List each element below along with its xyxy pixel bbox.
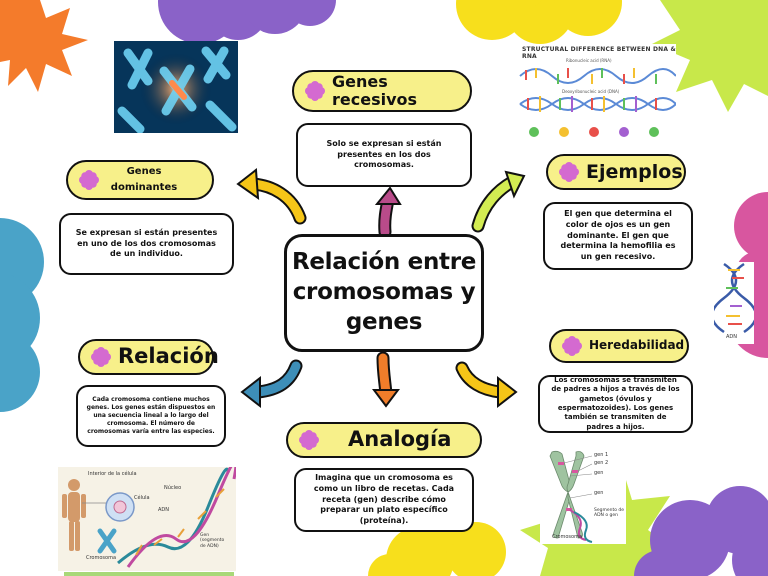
gene-label-segment: Segmento de ADN o gen xyxy=(594,508,625,519)
analogia-text: Imagina que un cromosoma es como un libr… xyxy=(313,473,455,526)
side-dna-image: ADN xyxy=(714,262,754,344)
gene-label-2: gen 2 xyxy=(594,460,609,466)
arrow-to-genes-recesivos xyxy=(374,186,402,239)
orange-star-shape xyxy=(0,0,88,92)
blue-blob-shape xyxy=(0,218,44,412)
cell-label-celula: Célula xyxy=(134,495,150,501)
genes-dominantes-label: Genes dominantes xyxy=(110,166,178,193)
relacion-heading: Relación xyxy=(78,339,219,375)
gene-label-3: gen xyxy=(594,470,604,476)
cell-dna-art xyxy=(62,467,236,568)
analogia-heading: Analogía xyxy=(286,422,482,458)
arrow-to-heredabilidad xyxy=(455,361,518,409)
flower-icon xyxy=(79,170,99,190)
side-dna-art xyxy=(714,262,754,334)
gene-label-4: gen xyxy=(594,490,604,496)
side-dna-label: ADN xyxy=(726,334,738,340)
genes-dominantes-text-box: Se expresan si están presentes en uno de… xyxy=(59,213,234,275)
flower-icon xyxy=(559,162,579,182)
green-strip xyxy=(64,572,234,576)
relacion-label: Relación xyxy=(118,344,219,369)
dna-rna-helix-art xyxy=(519,68,676,137)
dna-rna-image: STRUCTURAL DIFFERENCE BETWEEN DNA & RNA … xyxy=(516,44,676,152)
rna-label: Ribonucleic acid (RNA) xyxy=(566,58,612,63)
ejemplos-text-box: El gen que determina el color de ojos es… xyxy=(543,202,693,270)
genes-recesivos-text-box: Solo se expresan si están presentes en l… xyxy=(296,123,472,187)
cell-label-adn: ADN xyxy=(158,507,170,513)
chromosome-photo xyxy=(114,41,238,133)
genes-recesivos-label: Genes recesivos xyxy=(332,72,418,109)
ejemplos-text: El gen que determina el color de ojos es… xyxy=(560,209,676,262)
heredabilidad-text: Los cromosomas se transmiten de padres a… xyxy=(551,375,680,431)
dna-label: Deoxyribonucleic acid (DNA) xyxy=(562,89,620,94)
arrow-to-relacion xyxy=(240,359,303,409)
genes-dominantes-text: Se expresan si están presentes en uno de… xyxy=(75,227,218,259)
central-concept-box: Relación entre cromosomas y genes xyxy=(284,234,484,352)
chromosome-label: Cromosoma xyxy=(552,534,583,540)
ejemplos-label: Ejemplos xyxy=(586,160,683,183)
gene-label-1: gen 1 xyxy=(594,452,609,458)
flower-icon xyxy=(91,347,111,367)
chromosome-photo-art xyxy=(114,41,238,133)
relacion-text-box: Cada cromosoma contiene muchos genes. Lo… xyxy=(76,385,226,447)
yellow-flower-shape xyxy=(456,0,622,44)
heredabilidad-label: Heredabilidad xyxy=(589,338,685,353)
purple-flower-bottom-shape xyxy=(634,486,768,576)
cell-dna-diagram: Interior de la célula Célula Núcleo ADN … xyxy=(58,467,236,571)
genes-recesivos-heading: Genes recesivos xyxy=(292,70,472,112)
heredabilidad-text-box: Los cromosomas se transmiten de padres a… xyxy=(538,375,693,433)
cell-label-cromosoma: Cromosoma xyxy=(86,555,117,561)
arrow-to-analogia xyxy=(372,351,400,408)
genes-dominantes-heading: Genes dominantes xyxy=(66,160,214,200)
ejemplos-heading: Ejemplos xyxy=(546,154,686,190)
analogia-text-box: Imagina que un cromosoma es como un libr… xyxy=(294,468,474,532)
arrow-to-genes-dominantes xyxy=(236,168,307,225)
chromosome-genes-art xyxy=(549,450,593,543)
analogia-label: Analogía xyxy=(348,427,452,452)
flower-icon xyxy=(562,336,582,356)
cell-label-nucleo: Núcleo xyxy=(164,485,182,491)
arrow-to-ejemplos xyxy=(471,170,526,233)
heredabilidad-heading: Heredabilidad xyxy=(549,329,689,363)
chromosome-genes-diagram: gen 1 gen 2 gen gen Segmento de ADN o ge… xyxy=(540,448,626,544)
flower-icon xyxy=(305,81,325,101)
cell-label-gen: Gen (segmento de ADN) xyxy=(200,533,225,549)
dna-rna-title: STRUCTURAL DIFFERENCE BETWEEN DNA & RNA xyxy=(522,46,676,60)
relacion-text: Cada cromosoma contiene muchos genes. Lo… xyxy=(86,395,216,436)
purple-flower-shape xyxy=(158,0,336,44)
flower-icon xyxy=(299,430,319,450)
yellow-flower-bottom-shape xyxy=(368,506,506,576)
green-star-shape xyxy=(652,0,768,112)
genes-recesivos-text: Solo se expresan si están presentes en l… xyxy=(326,138,442,170)
central-concept-title: Relación entre cromosomas y genes xyxy=(291,249,477,335)
cell-label-interior: Interior de la célula xyxy=(88,471,137,477)
